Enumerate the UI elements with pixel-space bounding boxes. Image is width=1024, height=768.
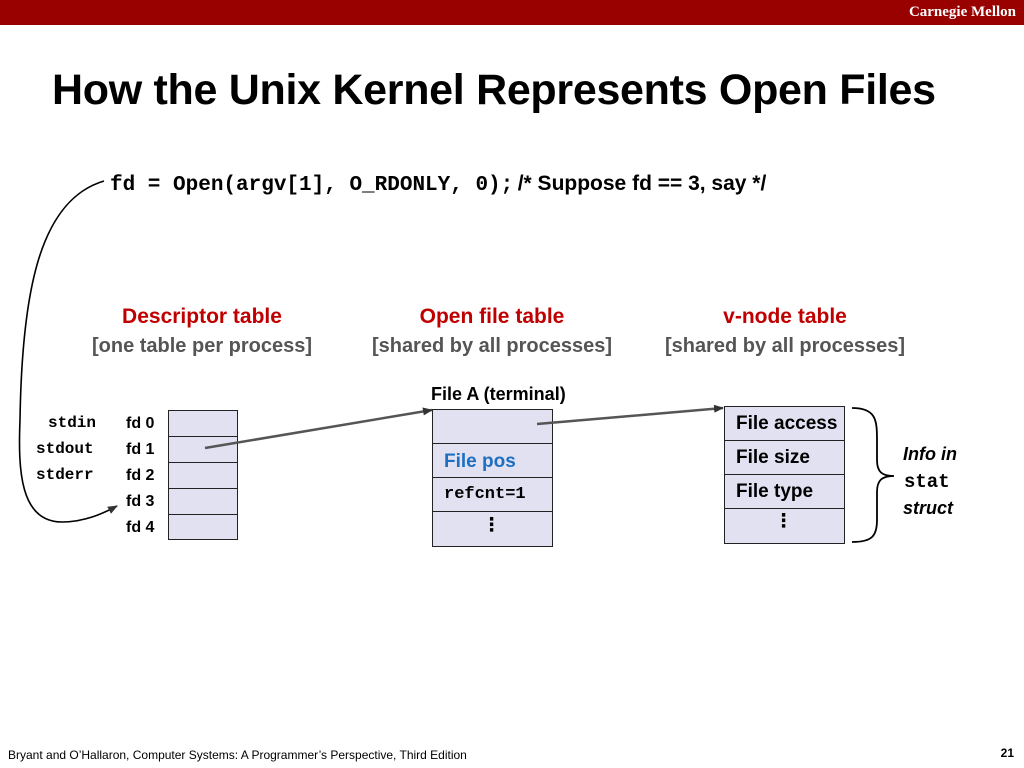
descriptor-table-header: Descriptor table [one table per process] xyxy=(72,305,332,358)
stat-struct-brace xyxy=(851,407,895,543)
annotation-struct: struct xyxy=(903,498,954,518)
vnode-ellipsis: ⋮ xyxy=(774,511,793,532)
page-number: 21 xyxy=(1000,746,1014,760)
code-line: fd = Open(argv[1], O_RDONLY, 0); /* Supp… xyxy=(110,172,766,197)
fd1-to-open-file-arrow xyxy=(204,407,433,450)
descriptor-cell-fd3 xyxy=(168,488,238,515)
open-file-table-title: Open file table xyxy=(419,305,565,328)
stderr-label: stderr xyxy=(36,466,94,484)
footer-citation: Bryant and O’Hallaron, Computer Systems:… xyxy=(8,748,467,762)
open-file-cell-top xyxy=(432,409,553,444)
fd-label: fd 4 xyxy=(126,519,155,536)
file-size-label: File size xyxy=(736,447,810,468)
descriptor-table-subtitle: [one table per process] xyxy=(91,335,313,357)
vnode-cell-type xyxy=(724,474,845,509)
stdin-label: stdin xyxy=(48,414,97,432)
fd-label: fd 3 xyxy=(126,493,155,510)
open-file-table-header: Open file table [shared by all processes… xyxy=(360,305,624,358)
vnode-table-header: v-node table [shared by all processes] xyxy=(652,305,918,358)
fd-label: fd 0 xyxy=(126,415,155,432)
descriptor-cell-fd4 xyxy=(168,514,238,540)
open-file-entry-label: File A (terminal) xyxy=(431,384,566,404)
file-access-label: File access xyxy=(736,413,838,434)
fd-label: fd 1 xyxy=(126,441,155,458)
code-comment: /* Suppose fd == 3, say */ xyxy=(517,172,767,195)
code-to-fd3-arrow xyxy=(18,180,118,523)
top-bar: Carnegie Mellon xyxy=(0,0,1024,25)
stdout-label: stdout xyxy=(36,440,94,458)
descriptor-cell-fd0 xyxy=(168,410,238,437)
open-file-table-subtitle: [shared by all processes] xyxy=(371,335,613,357)
file-type-label: File type xyxy=(736,481,814,502)
open-file-cell-pos xyxy=(432,443,553,478)
open-file-to-vnode-arrow xyxy=(536,404,724,426)
annotation-info-in: Info in xyxy=(903,444,957,464)
code-statement: fd = Open(argv[1], O_RDONLY, 0); xyxy=(110,174,514,197)
vnode-cell-more xyxy=(724,508,845,544)
vnode-table-subtitle: [shared by all processes] xyxy=(664,335,906,357)
open-file-ellipsis: ⋮ xyxy=(482,515,501,536)
slide-title: How the Unix Kernel Represents Open File… xyxy=(52,66,936,114)
fd-label: fd 2 xyxy=(126,467,155,484)
descriptor-table-title: Descriptor table xyxy=(122,305,282,328)
annotation-stat: stat xyxy=(904,471,950,493)
file-pos-label: File pos xyxy=(444,451,516,472)
vnode-table-title: v-node table xyxy=(723,305,847,328)
brand-label: Carnegie Mellon xyxy=(908,4,1016,20)
open-file-cell-more xyxy=(432,511,553,547)
refcnt-label: refcnt=1 xyxy=(444,485,526,504)
descriptor-cell-fd1 xyxy=(168,436,238,463)
